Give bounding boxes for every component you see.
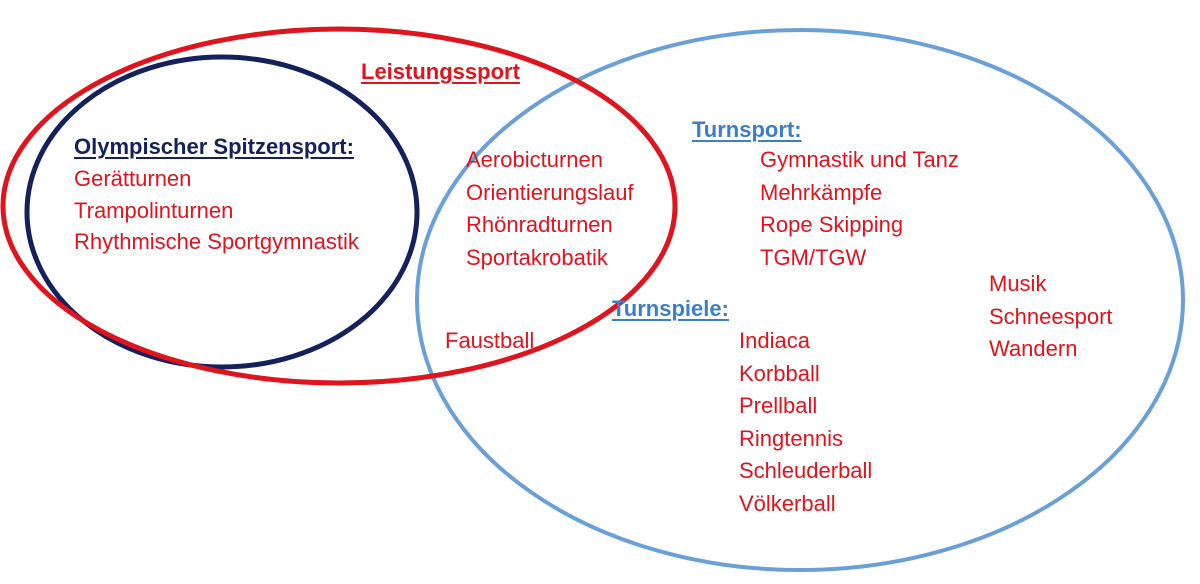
list-item: TGM/TGW [760,244,867,270]
olympisch-set-ellipse [24,54,420,370]
other-activities-list: Musik Schneesport Wandern [989,268,1113,366]
olympisch-heading: Olympischer Spitzensport: [74,134,354,159]
turnsport-list: Gymnastik und Tanz Mehrkämpfe Rope Skipp… [760,144,959,274]
list-item: Aerobicturnen [466,147,603,172]
turnspiele-heading: Turnspiele: [612,296,729,321]
turnsport-set-ellipse [415,28,1185,572]
list-item: Rope Skipping [760,212,904,237]
list-item: Schleuderball [739,458,873,483]
list-item: Schneesport [989,303,1113,329]
overlap-list: Aerobicturnen Orientierungslauf Rhönradt… [466,144,634,274]
olympisch-list: Gerätturnen Trampolinturnen Rhythmische … [74,163,359,258]
leistungssport-heading: Leistungssport [361,59,520,84]
list-item: Trampolinturnen [74,197,234,223]
leistungssport-set-ellipse [0,26,678,386]
list-item: Prellball [739,393,818,418]
list-item: Mehrkämpfe [760,179,883,205]
turnsport-heading: Turnsport: [692,117,802,142]
olympisch-group: Olympischer Spitzensport: Gerätturnen Tr… [74,130,359,258]
list-item: Korbball [739,360,820,386]
list-item: Indiaca [739,328,810,353]
list-item: Gerätturnen [74,166,192,191]
list-item: Rhönradturnen [466,212,613,237]
list-item: Ringtennis [739,425,843,451]
list-item: Wandern [989,336,1078,361]
list-item: Rhythmische Sportgymnastik [74,229,359,254]
faustball-label: Faustball [445,328,535,353]
list-item: Musik [989,271,1047,296]
list-item: Sportakrobatik [466,244,608,270]
list-item: Gymnastik und Tanz [760,147,959,172]
list-item: Orientierungslauf [466,179,634,205]
turnspiele-list: Indiaca Korbball Prellball Ringtennis Sc… [739,325,872,520]
list-item: Völkerball [739,490,836,516]
